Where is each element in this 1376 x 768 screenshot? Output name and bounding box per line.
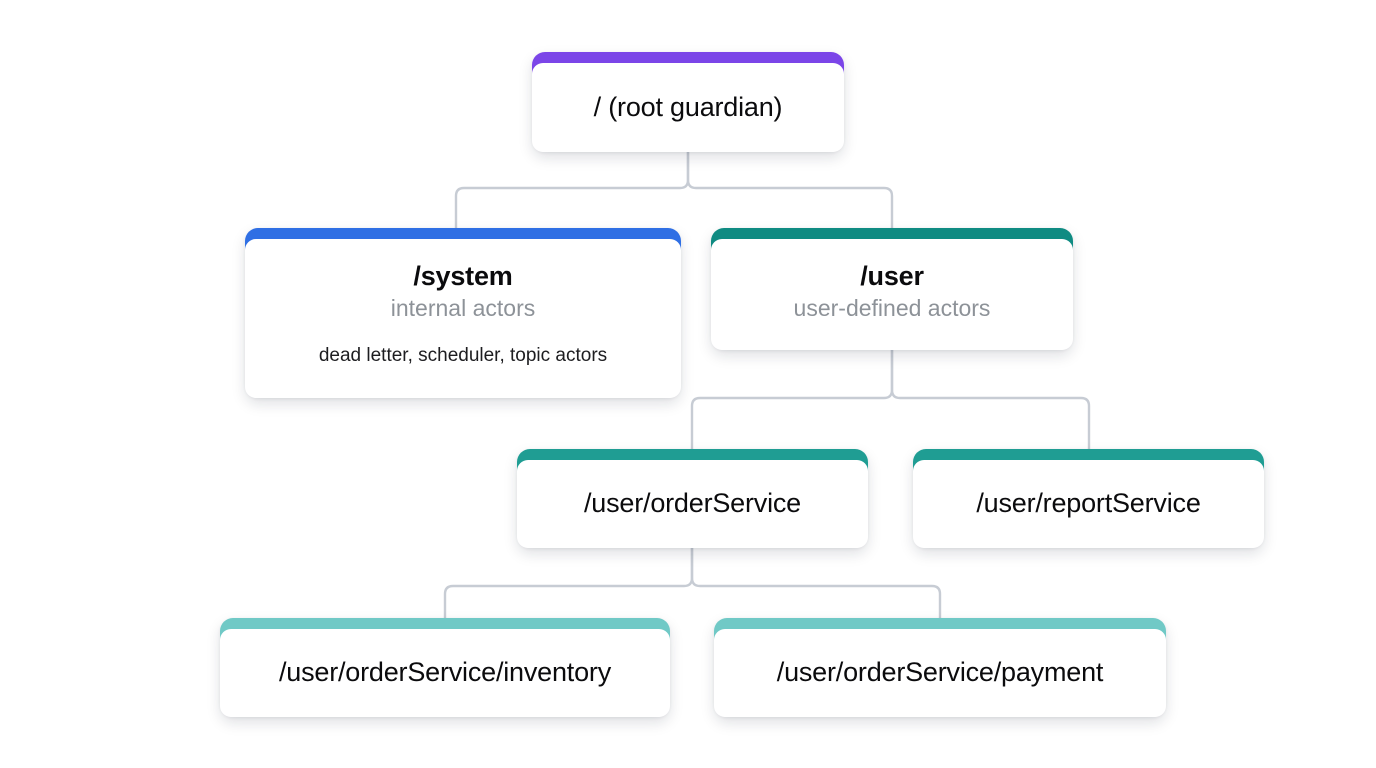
edge-root-to-children <box>454 150 690 230</box>
node-title-order-service: /user/orderService <box>584 488 801 519</box>
node-title-report-service: /user/reportService <box>976 488 1201 519</box>
node-body-report-service: /user/reportService <box>913 460 1264 548</box>
node-title-inventory: /user/orderService/inventory <box>278 657 612 688</box>
edge-order-service-to-inventory <box>443 546 694 620</box>
node-body-inventory: /user/orderService/inventory <box>220 629 670 717</box>
node-user[interactable]: /user user-defined actors <box>711 228 1073 350</box>
node-body-system: /system internal actors dead letter, sch… <box>245 239 681 398</box>
node-body-payment: /user/orderService/payment <box>714 629 1166 717</box>
node-payment[interactable]: /user/orderService/payment <box>714 618 1166 717</box>
node-inventory[interactable]: /user/orderService/inventory <box>220 618 670 717</box>
node-report-service[interactable]: /user/reportService <box>913 449 1264 548</box>
node-body-root: / (root guardian) <box>532 63 844 152</box>
node-order-service[interactable]: /user/orderService <box>517 449 868 548</box>
node-title-system: /system <box>413 261 513 291</box>
edge-root-to-user <box>686 150 894 230</box>
node-body-order-service: /user/orderService <box>517 460 868 548</box>
node-detail-system: dead letter, scheduler, topic actors <box>318 344 608 366</box>
edge-user-to-report-service <box>890 348 1091 451</box>
edge-user-to-order-service <box>690 348 894 451</box>
node-title-root: / (root guardian) <box>593 91 783 122</box>
edge-order-service-to-payment <box>690 546 942 620</box>
node-title-payment: /user/orderService/payment <box>776 657 1104 688</box>
node-system[interactable]: /system internal actors dead letter, sch… <box>245 228 681 398</box>
node-subtitle-system: internal actors <box>390 295 536 322</box>
node-body-user: /user user-defined actors <box>711 239 1073 350</box>
node-title-user: /user <box>860 261 924 291</box>
node-subtitle-user: user-defined actors <box>793 295 991 322</box>
node-root-guardian[interactable]: / (root guardian) <box>532 52 844 152</box>
